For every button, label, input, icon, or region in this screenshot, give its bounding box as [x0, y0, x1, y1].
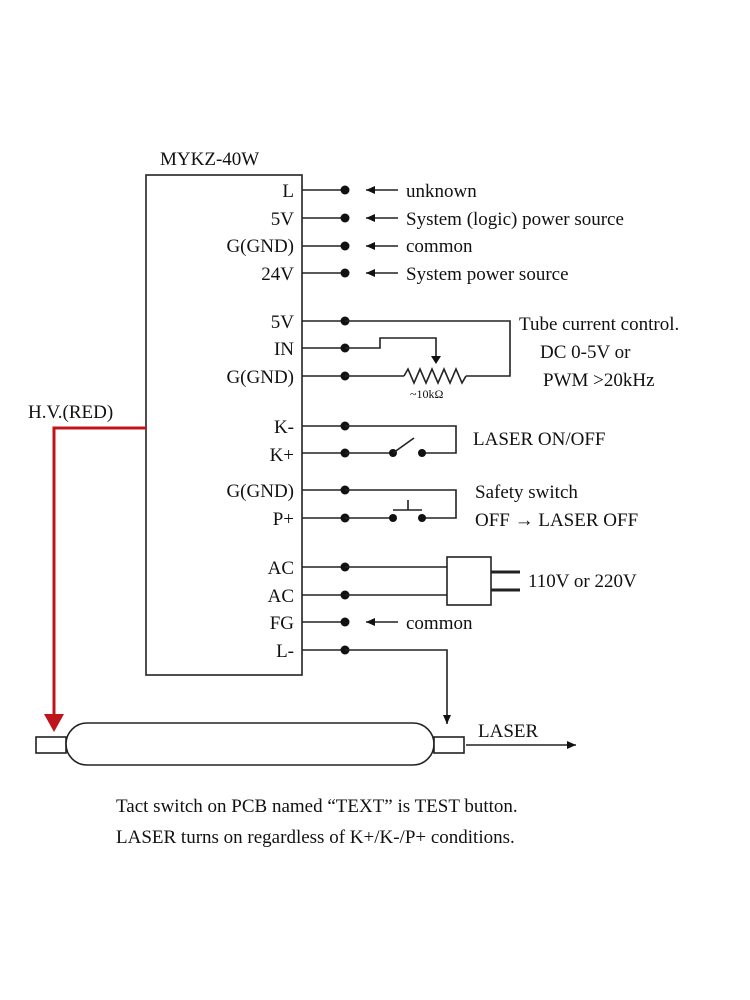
label-hv: H.V.(RED) [28, 402, 113, 423]
pin-label-fg: FG [270, 613, 295, 634]
hv-arrowhead [44, 714, 64, 732]
input-arrows [366, 186, 398, 626]
label-tube-current-3: PWM >20kHz [543, 370, 655, 391]
label-laser: LASER [478, 721, 539, 742]
laser-tube [35, 722, 465, 766]
pin-label-in: IN [274, 339, 294, 360]
module-title: MYKZ-40W [160, 149, 259, 170]
label-pot-value: ~10kΩ [410, 387, 443, 401]
label-laser-onoff: LASER ON/OFF [473, 429, 606, 450]
label-mains: 110V or 220V [528, 571, 637, 592]
pin-label-l-minus: L- [276, 641, 294, 662]
resistor-zigzag [403, 366, 467, 386]
note-line-2: LASER turns on regardless of K+/K-/P+ co… [116, 827, 515, 848]
label-system-power: System power source [406, 264, 569, 285]
label-tube-current-2: DC 0-5V or [540, 342, 631, 363]
hv-wire [52, 426, 146, 718]
laser-onoff-switch [345, 425, 457, 457]
pin-label-k-minus: K- [274, 417, 294, 438]
label-common-b: common [406, 613, 473, 634]
mains-plug [345, 556, 520, 606]
pin-label-24v: 24V [261, 264, 294, 285]
potentiometer-circuit [345, 320, 511, 386]
pin-label-ac-1: AC [268, 558, 294, 579]
pin-label-gnd-a: G(GND) [226, 236, 294, 257]
module-box [145, 174, 303, 676]
pin-label-5v-control: 5V [271, 312, 295, 333]
pin-label-gnd-b: G(GND) [226, 367, 294, 388]
label-common-a: common [406, 236, 473, 257]
pin-wires [302, 189, 345, 651]
l-minus-wire [345, 649, 451, 724]
pin-label-p-plus: P+ [273, 509, 294, 530]
pin-label-k-plus: K+ [270, 445, 294, 466]
label-logic-power: System (logic) power source [406, 209, 624, 230]
terminal-dots [340, 185, 350, 655]
label-safety-1: Safety switch [475, 482, 578, 503]
pin-label-ac-2: AC [268, 586, 294, 607]
pin-label-gnd-c: G(GND) [226, 481, 294, 502]
label-tube-current-1: Tube current control. [519, 314, 679, 335]
pin-label-5v-logic: 5V [271, 209, 295, 230]
safety-switch [345, 489, 457, 522]
label-unknown: unknown [406, 181, 477, 202]
pin-label-l: L [282, 181, 294, 202]
note-line-1: Tact switch on PCB named “TEXT” is TEST … [116, 796, 518, 817]
label-safety-2: OFF → LASER OFF [475, 510, 638, 531]
